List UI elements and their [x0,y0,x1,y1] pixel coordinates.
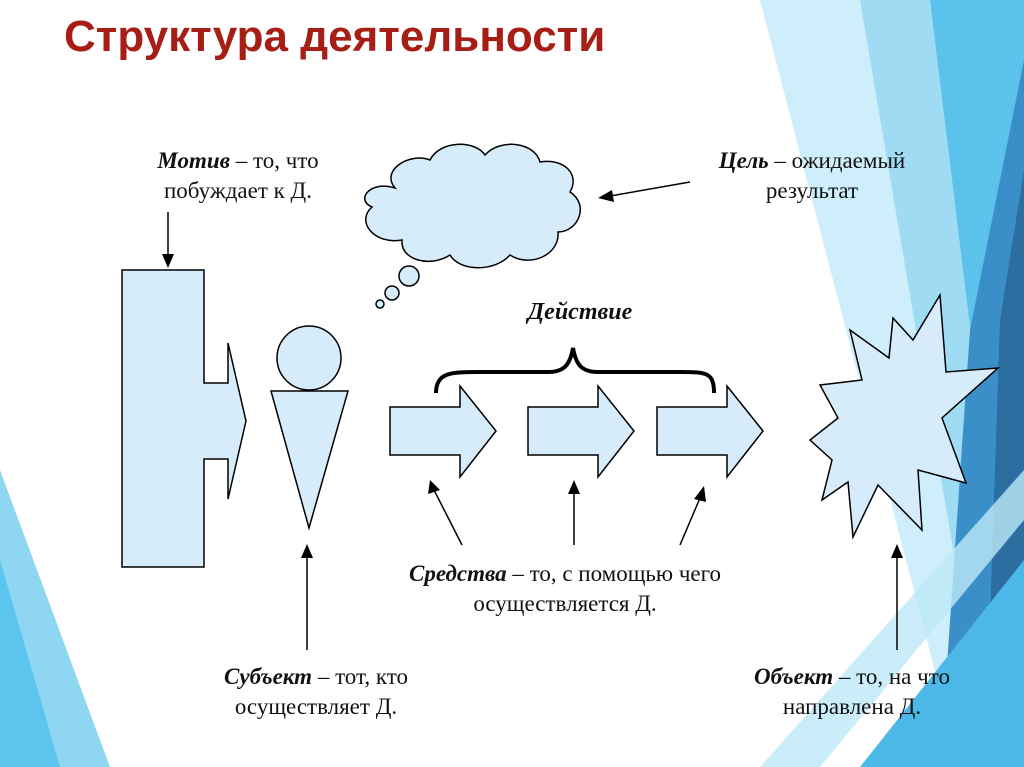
action-brace [434,347,716,394]
goal-pointer-head [598,190,614,202]
subject-body-shape [270,390,349,531]
right-bottom-triangle [860,560,1024,767]
object-term: Объект [754,664,834,689]
goal-label: Цель – ожидаемый результат [672,146,952,206]
means-pointer-3-head [694,486,706,502]
action-arrow-1 [389,383,497,480]
means-term: Средства [408,561,507,586]
object-starburst-shape [808,292,1001,540]
goal-line2: результат [765,178,859,203]
subject-pointer-head [301,544,313,558]
left-triangle-dark [0,560,60,767]
means-line2: осуществляется Д. [473,591,657,616]
means-pointer-1-line [433,489,463,546]
right-bottom-stripe [760,470,1024,767]
page-title: Структура деятельности [64,12,606,61]
motive-label: Мотив – то, что побуждает к Д. [118,146,358,206]
motive-line2: побуждает к Д. [163,178,312,203]
goal-cloud-shape [364,143,581,309]
action-label: Действие [527,299,633,325]
subject-rest: – тот, кто [312,664,408,689]
goal-pointer-line [609,181,691,197]
subject-term: Субъект [224,664,313,689]
subject-label: Субъект – тот, кто осуществляет Д. [186,662,446,722]
object-pointer-head [891,544,903,558]
means-label: Средства – то, с помощью чего осуществля… [355,559,775,619]
goal-rest: – ожидаемый [768,148,906,173]
subject-head-shape [276,325,342,391]
motive-rest: – то, что [230,148,319,173]
action-arrow-3 [656,383,764,480]
object-label: Объект – то, на что направлена Д. [712,662,992,722]
means-pointer-3-line [679,497,701,546]
motive-term: Мотив [157,148,230,173]
object-line2: направлена Д. [782,694,922,719]
subject-line2: осуществляет Д. [234,694,398,719]
means-pointer-1-head [428,480,440,494]
object-rest: – то, на что [833,664,950,689]
motive-shape [121,269,247,568]
means-pointer-2-head [568,480,580,494]
means-rest: – то, с помощью чего [506,561,721,586]
action-arrow-2 [527,383,635,480]
motive-pointer-head [162,254,174,268]
goal-term: Цель [718,148,769,173]
